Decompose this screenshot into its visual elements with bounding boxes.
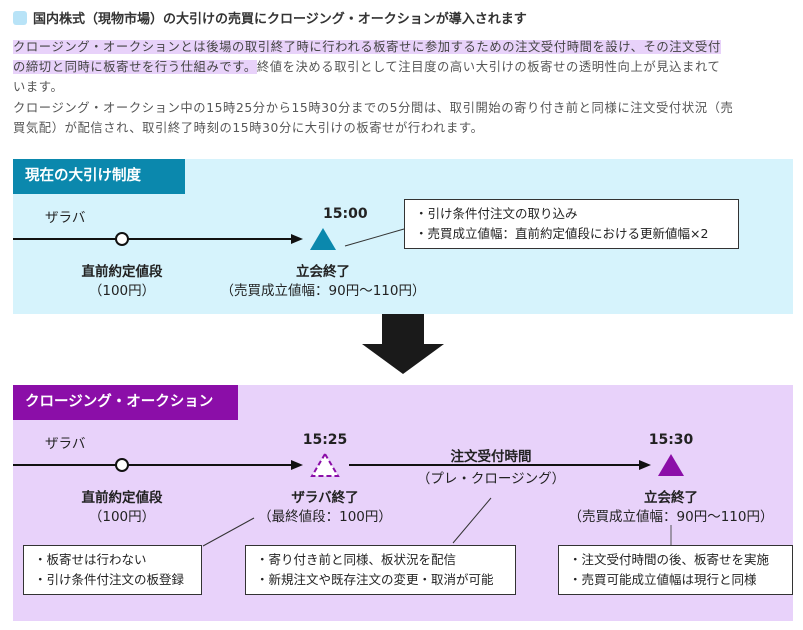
closing-auction-tag: クロージング・オークション	[13, 385, 238, 420]
close-label: 立会終了	[296, 264, 350, 280]
last-price-marker	[115, 232, 129, 246]
closing-auction-panel: クロージング・オークション ザラバ 15:25 15:30 注文受付時間 （プレ…	[13, 385, 793, 621]
current-note-box: ・引け条件付注文の取り込み ・売買成立値幅：直前約定値段における更新値幅×2	[404, 199, 739, 249]
pre-closing-label: （プレ・クロージング）	[416, 471, 566, 487]
note-item: ・引け条件付注文の板登録	[34, 572, 185, 587]
auction-note-2: ・寄り付き前と同様、板状況を配信 ・新規注文や既存注文の変更・取消が可能	[245, 545, 516, 595]
close-triangle-marker	[310, 228, 336, 250]
auction-note-1: ・板寄せは行わない ・引け条件付注文の板登録	[23, 545, 202, 595]
current-timeline	[13, 228, 405, 250]
down-arrow-icon	[362, 314, 444, 374]
zaraba-label: ザラバ	[45, 210, 86, 226]
callout-line-2	[452, 497, 492, 544]
zaraba-end-label: ザラバ終了	[291, 490, 359, 506]
square-bullet-icon	[13, 10, 27, 25]
current-system-tag: 現在の大引け制度	[13, 159, 185, 194]
intro-text-end: います。	[13, 80, 64, 94]
close-range: （売買成立値幅：90円〜110円）	[220, 283, 426, 299]
time-1525: 15:25	[302, 432, 348, 448]
note-item: ・引け条件付注文の取り込み	[415, 206, 578, 221]
note-item: ・注文受付時間の後、板寄せを実施	[569, 552, 770, 567]
callout-line-1	[202, 517, 255, 547]
last-price-marker	[115, 458, 129, 472]
note-item: ・寄り付き前と同様、板状況を配信	[256, 552, 457, 567]
heading-title: 国内株式（現物市場）の大引けの売買にクロージング・オークションが導入されます	[33, 12, 527, 27]
order-period-label: 注文受付時間	[450, 449, 532, 465]
note-item: ・売買成立値幅：直前約定値段における更新値幅×2	[415, 226, 709, 241]
auction-note-3: ・注文受付時間の後、板寄せを実施 ・売買可能成立値幅は現行と同様	[558, 545, 793, 595]
intro-line: クロージング・オークション中の15時25分から15時30分までの5分間は、取引開…	[13, 101, 734, 115]
intro-text: 終値を決める取引として注目度の高い大引けの板寄せの透明性向上が見込まれて	[256, 60, 721, 74]
current-system-panel: 現在の大引け制度 ザラバ 15:00 直前約定値段 （100円） 立会終了 （売…	[13, 159, 793, 314]
last-price-value: （100円）	[88, 509, 156, 525]
auction-timeline	[13, 452, 684, 547]
highlighted-text-2: の締切と同時に板寄せを行う仕組みです。	[13, 60, 257, 74]
section-heading: 国内株式（現物市場）の大引けの売買にクロージング・オークションが導入されます	[13, 8, 527, 27]
highlighted-text: クロージング・オークションとは後場の取引終了時に行われる板寄せに参加するための注…	[13, 40, 721, 54]
note-item: ・板寄せは行わない	[34, 552, 147, 567]
callout-line	[344, 228, 405, 247]
close-triangle-marker	[658, 454, 684, 476]
intro-paragraph-2: クロージング・オークション中の15時25分から15時30分までの5分間は、取引開…	[13, 98, 793, 138]
zaraba-end-dashed-triangle	[310, 452, 340, 477]
timeline-arrowhead	[291, 460, 303, 470]
time-1530: 15:30	[648, 432, 694, 448]
intro-paragraph-1: クロージング・オークションとは後場の取引終了時に行われる板寄せに参加するための注…	[13, 37, 793, 97]
zaraba-end-value: （最終値段：100円）	[258, 509, 392, 525]
time-1500: 15:00	[323, 206, 368, 222]
intro-line: 買気配）が配信され、取引終了時刻の15時30分に大引けの板寄せが行われます。	[13, 121, 484, 135]
timeline-arrowhead-2	[639, 460, 651, 470]
close-label: 立会終了	[644, 490, 698, 506]
last-price-value: （100円）	[88, 283, 156, 299]
note-item: ・新規注文や既存注文の変更・取消が可能	[256, 572, 494, 587]
note-item: ・売買可能成立値幅は現行と同様	[569, 572, 757, 587]
last-price-label: 直前約定値段	[81, 264, 163, 280]
close-range: （売買成立値幅：90円〜110円）	[568, 509, 774, 525]
timeline-arrowhead	[291, 234, 303, 244]
last-price-label: 直前約定値段	[81, 490, 163, 506]
zaraba-label: ザラバ	[45, 436, 86, 452]
